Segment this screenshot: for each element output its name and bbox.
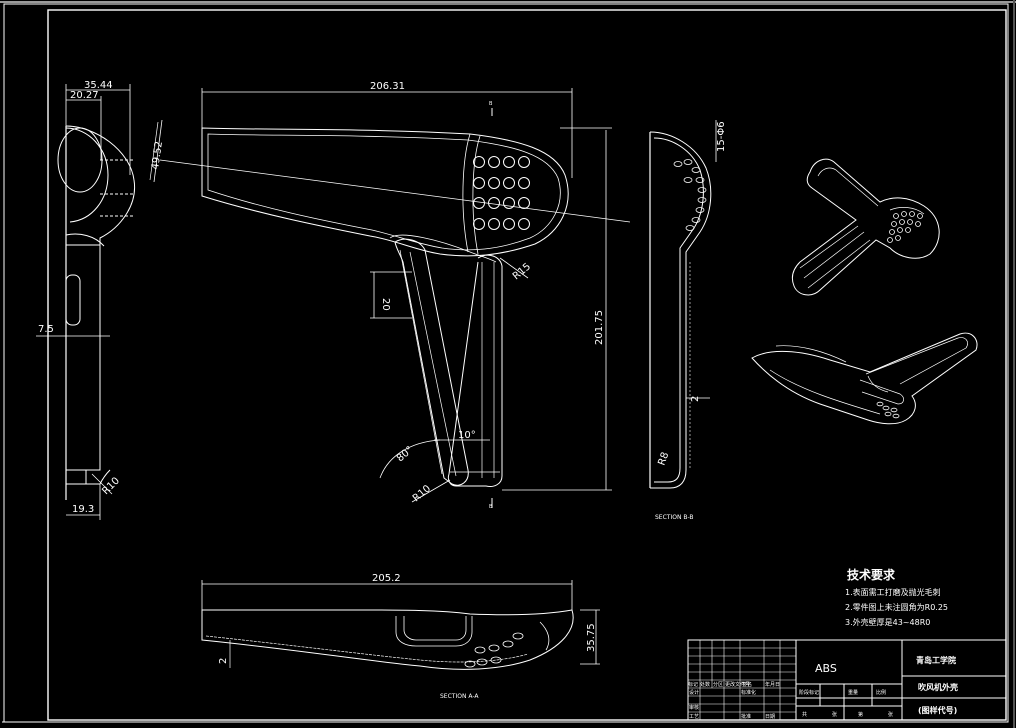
dim-35-75: 35.75 (586, 623, 597, 652)
header-nianyueri: 年月日 (765, 681, 780, 688)
header-zhongliang: 重量 (848, 689, 858, 696)
dim-206-31: 206.31 (370, 81, 405, 92)
isometric-view-lower (751, 332, 978, 425)
left-view-dimensions: 35.44 20.27 7.5 19.3 R10 (36, 80, 131, 520)
dim-r10-bottom: R10 (411, 483, 433, 504)
dim-r8: R8 (656, 451, 671, 467)
left-side-view (57, 125, 136, 500)
front-view-marks: B B (489, 101, 493, 510)
title-block (687, 639, 1007, 721)
air-outlet-holes (473, 156, 530, 230)
requirements-title: 技术要求 (847, 567, 896, 582)
requirement-line-3: 3.外壳壁厚是43~48R0 (845, 617, 930, 627)
part-name: 吹风机外壳 (918, 682, 958, 692)
drawing-frame (47, 9, 1007, 721)
dim-19-3: 19.3 (72, 504, 94, 515)
header-bili: 比例 (876, 689, 886, 696)
section-a-view (201, 609, 574, 670)
header-qianming: 签名 (742, 681, 752, 688)
header-gong: 共 (802, 711, 807, 718)
section-a-dimensions: 205.2 35.75 2 (201, 573, 600, 665)
dim-201-75: 201.75 (594, 310, 605, 345)
dim-35-44: 35.44 (84, 80, 113, 91)
title-block-text: ABS 青岛工学院 吹风机外壳 (图样代号) 标记 处数 分区 更改文件号 签名… (688, 655, 958, 720)
section-a-label: SECTION A-A (440, 693, 479, 700)
dim-7-5: 7.5 (38, 324, 54, 335)
header-sheji: 设计 (689, 689, 699, 696)
drawing-number: (图样代号) (918, 705, 957, 715)
requirement-line-1: 1.表面需工打磨及抛光毛刺 (845, 587, 941, 597)
dim-2-section: 2 (690, 396, 701, 402)
header-gengwen: 更改文件号 (725, 681, 750, 688)
header-chushu: 处数 (700, 681, 710, 688)
drawing-border (3, 3, 1009, 723)
header-di: 第 (858, 711, 863, 718)
requirement-line-2: 2.零件图上未注圆角为R0.25 (845, 602, 948, 612)
header-biaozhunhua: 标准化 (741, 689, 756, 696)
header-fenqu: 分区 (713, 681, 723, 688)
dim-205-2: 205.2 (372, 573, 401, 584)
section-b-dimensions: 15-Φ6 2 R8 (656, 120, 727, 467)
section-b-label: SECTION B-B (655, 514, 694, 521)
section-b-view (649, 131, 712, 489)
dim-angle-80: 80° (395, 444, 416, 464)
dim-20-handle: 20 (380, 298, 391, 311)
dim-20-27: 20.27 (70, 90, 99, 101)
front-view (149, 108, 631, 508)
header-zhang: 张 (832, 711, 837, 718)
header-biaoji: 标记 (688, 681, 698, 688)
header-pizhun: 批准 (741, 713, 751, 720)
technical-requirements: 技术要求 1.表面需工打磨及抛光毛刺 2.零件图上未注圆角为R0.25 3.外壳… (845, 567, 948, 627)
header-jieduan: 阶段标记 (799, 689, 819, 696)
isometric-view-upper (791, 158, 940, 296)
school-name: 青岛工学院 (916, 655, 956, 665)
section-mark-b-top: B (489, 101, 493, 107)
header-shenhe: 审核 (689, 704, 699, 711)
section-hole-slots (673, 159, 707, 231)
section-mark-b-bottom: B (489, 504, 493, 510)
header-riqi: 日期 (765, 714, 775, 720)
dim-15-phi6: 15-Φ6 (716, 121, 727, 152)
header-zhang-2: 张 (888, 711, 893, 718)
dim-angle-10: 10° (458, 430, 476, 441)
header-gongyi: 工艺 (689, 714, 699, 720)
dim-49-52: 49.52 (150, 141, 165, 171)
dim-2-bottom: 2 (218, 658, 229, 664)
material-label: ABS (815, 662, 837, 675)
dim-r15: R15 (511, 261, 533, 282)
front-view-dimensions: 206.31 49.52 201.75 R15 20 10° 80° R10 (150, 81, 612, 504)
